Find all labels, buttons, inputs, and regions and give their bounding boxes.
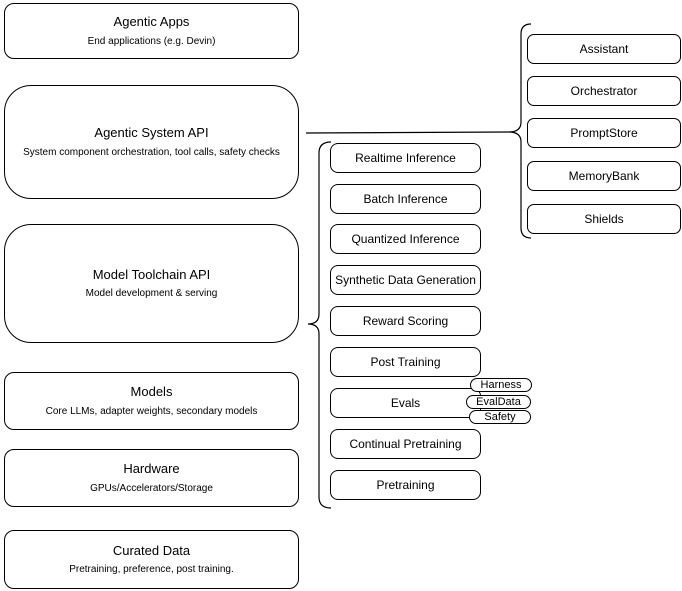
node-curated-data: Curated Data Pretraining, preference, po… [4,530,299,589]
node-subtitle: Model development & serving [85,288,218,300]
node-label: Reward Scoring [362,313,449,328]
node-hardware: Hardware GPUs/Accelerators/Storage [4,449,299,507]
pill-harness: Harness [470,378,532,392]
node-subtitle: GPUs/Accelerators/Storage [90,482,213,494]
node-agentic-apps: Agentic Apps End applications (e.g. Devi… [4,3,299,59]
node-post-training: Post Training [330,347,481,377]
node-title: Hardware [123,461,180,477]
node-label: Continual Pretraining [349,436,462,451]
pill-label: Safety [484,410,516,423]
node-label: Pretraining [376,477,435,492]
node-agentic-system-api: Agentic System API System component orch… [4,85,299,199]
node-orchestrator: Orchestrator [527,76,681,106]
node-label: Assistant [579,41,629,56]
node-model-toolchain-api: Model Toolchain API Model development & … [4,224,299,343]
node-title: Models [130,384,173,400]
node-label: Shields [584,211,624,226]
node-label: Orchestrator [570,83,638,98]
node-label: Synthetic Data Generation [335,272,476,287]
node-models: Models Core LLMs, adapter weights, secon… [4,372,299,430]
node-title: Model Toolchain API [92,266,211,282]
node-title: Curated Data [112,542,191,558]
node-label: Post Training [370,354,441,369]
node-title: Agentic System API [94,125,209,141]
node-subtitle: Core LLMs, adapter weights, secondary mo… [45,405,258,417]
node-label: Quantized Inference [351,231,460,246]
node-pretraining: Pretraining [330,470,481,500]
node-label: PromptStore [570,125,638,140]
node-title: Agentic Apps [113,14,190,30]
node-assistant: Assistant [527,34,681,64]
node-subtitle: Pretraining, preference, post training. [69,564,234,576]
node-label: Evals [390,395,421,410]
node-reward-scoring: Reward Scoring [330,306,481,336]
node-realtime-inference: Realtime Inference [330,143,481,173]
node-synthetic-data-generation: Synthetic Data Generation [330,265,481,295]
node-label: MemoryBank [568,168,640,183]
node-quantized-inference: Quantized Inference [330,224,481,254]
node-promptstore: PromptStore [527,118,681,148]
node-shields: Shields [527,204,681,234]
node-subtitle: System component orchestration, tool cal… [23,146,280,158]
node-batch-inference: Batch Inference [330,184,481,214]
node-continual-pretraining: Continual Pretraining [330,429,481,459]
node-label: Realtime Inference [355,150,456,165]
node-label: Batch Inference [363,191,448,206]
node-subtitle: End applications (e.g. Devin) [87,35,216,47]
node-memorybank: MemoryBank [527,161,681,191]
node-evals: Evals [330,388,481,418]
pill-safety: Safety [469,410,531,424]
toolchain-group-curly-brace [307,141,332,509]
pill-label: EvalData [476,395,521,408]
pill-label: Harness [480,378,522,391]
system-api-connector-line [305,131,510,134]
pill-evaldata: EvalData [466,395,531,409]
